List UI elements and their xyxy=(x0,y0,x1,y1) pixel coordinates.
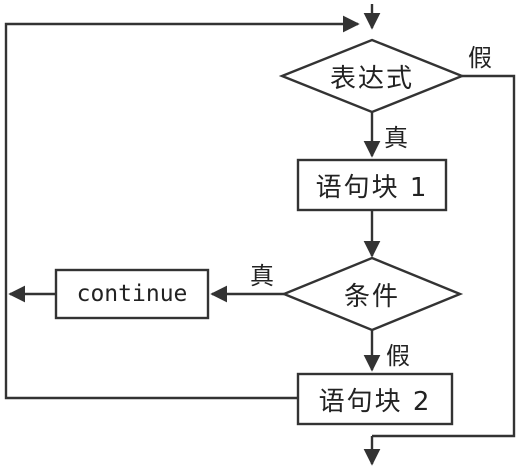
block2-label: 语句块 2 xyxy=(318,386,432,417)
block2-rect xyxy=(296,372,454,426)
continue-label: continue xyxy=(76,281,188,307)
cond-false-label: 假 xyxy=(386,342,410,370)
loop-back-line xyxy=(4,15,360,400)
expression-label: 表达式 xyxy=(329,63,414,94)
expr-false-label: 假 xyxy=(468,44,492,72)
block1-rect xyxy=(296,158,448,212)
cond-true-label: 真 xyxy=(250,262,274,290)
block1-label: 语句块 1 xyxy=(315,172,429,203)
condition-label: 条件 xyxy=(343,281,400,312)
continue-rect xyxy=(54,268,210,320)
expr-false-line xyxy=(372,74,516,438)
expr-true-label: 真 xyxy=(384,124,408,152)
